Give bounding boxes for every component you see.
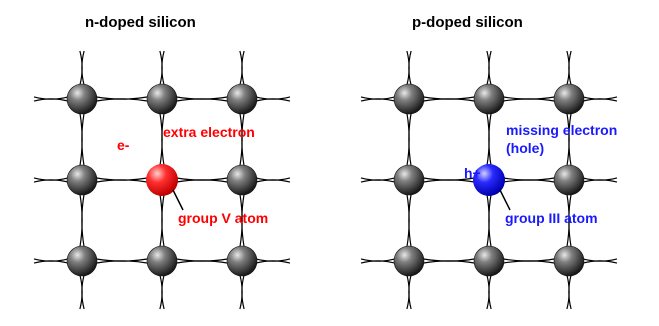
panel-n-doped: n-doped silicon e- extra electron group … <box>33 14 291 310</box>
carrier-label-p: h+ <box>464 165 481 181</box>
silicon-atom-n-1-2 <box>226 164 258 196</box>
bond-h-p-1-3-1 <box>582 177 618 181</box>
carrier-description-p-line2: (hole) <box>506 140 544 156</box>
dopant-atom-n <box>146 164 178 196</box>
silicon-atom-n-0-0 <box>66 83 98 115</box>
bond-h-p-2-2-1 <box>502 258 556 262</box>
bond-v-p-0-1-1 <box>408 112 412 167</box>
bond-v-p-1-1-1 <box>488 112 492 167</box>
bond-v-n-2-2-1 <box>241 193 245 248</box>
carrier-description-p: missing electron <box>506 122 617 138</box>
bond-v-n-1-3-1 <box>161 274 165 310</box>
bond-h-p-0-1-1 <box>422 96 476 100</box>
bond-v-n-0-0-1 <box>81 50 85 86</box>
dopant-atom-p <box>473 164 505 196</box>
bond-h-n-1-2-1 <box>175 177 229 181</box>
bond-v-n-0-1-1 <box>81 112 85 167</box>
bond-v-p-1-3-1 <box>488 274 492 310</box>
bond-h-p-0-0-1 <box>360 96 396 100</box>
bond-h-n-0-1-1 <box>95 96 149 100</box>
silicon-atom-n-2-2 <box>226 245 258 277</box>
bond-h-p-2-0-1 <box>360 258 396 262</box>
silicon-atom-p-0-2 <box>553 83 585 115</box>
bond-v-p-1-2-1 <box>488 193 492 248</box>
bond-v-p-2-0-1 <box>568 50 572 86</box>
bond-h-p-0-3-1 <box>582 96 618 100</box>
silicon-atom-n-0-1 <box>146 83 178 115</box>
carrier-description-n: extra electron <box>163 124 255 140</box>
bond-h-n-1-1-1 <box>95 177 149 181</box>
bond-h-p-1-2-1 <box>502 177 556 181</box>
bond-v-p-2-1-1 <box>568 112 572 167</box>
bond-h-n-2-1-1 <box>95 258 149 262</box>
bond-v-n-1-0-1 <box>161 50 165 86</box>
bond-v-p-2-2-1 <box>568 193 572 248</box>
bond-h-p-1-1-1 <box>422 177 476 181</box>
bond-v-p-1-0-1 <box>488 50 492 86</box>
dopant-leader-line-p <box>499 189 511 211</box>
bond-v-n-1-2-1 <box>161 193 165 248</box>
bond-v-n-0-3-1 <box>81 274 85 310</box>
silicon-atom-p-1-2 <box>553 164 585 196</box>
silicon-atom-p-2-2 <box>553 245 585 277</box>
bond-h-n-0-3-1 <box>255 96 291 100</box>
bond-h-p-0-2-1 <box>502 96 556 100</box>
bond-v-n-2-3-1 <box>241 274 245 310</box>
bond-h-n-0-0-1 <box>33 96 69 100</box>
silicon-atom-p-2-0 <box>393 245 425 277</box>
silicon-atom-p-0-0 <box>393 83 425 115</box>
silicon-atom-p-1-0 <box>393 164 425 196</box>
bond-v-n-2-0-1 <box>241 50 245 86</box>
bond-h-p-1-0-1 <box>360 177 396 181</box>
bond-v-p-0-3-1 <box>408 274 412 310</box>
silicon-atom-n-1-0 <box>66 164 98 196</box>
silicon-atom-p-2-1 <box>473 245 505 277</box>
silicon-atom-n-0-2 <box>226 83 258 115</box>
bond-h-p-2-3-1 <box>582 258 618 262</box>
bond-v-p-0-0-1 <box>408 50 412 86</box>
bond-h-n-1-0-1 <box>33 177 69 181</box>
bond-h-n-0-2-1 <box>175 96 229 100</box>
bond-v-p-0-2-1 <box>408 193 412 248</box>
bond-h-p-2-1-1 <box>422 258 476 262</box>
bond-v-n-0-2-1 <box>81 193 85 248</box>
dopant-label-p: group III atom <box>505 210 598 226</box>
dopant-leader-line-n <box>172 189 184 211</box>
bond-h-n-2-0-1 <box>33 258 69 262</box>
silicon-atom-p-0-1 <box>473 83 505 115</box>
dopant-label-n: group V atom <box>178 210 268 226</box>
silicon-atom-n-2-0 <box>66 245 98 277</box>
bond-h-n-1-3-1 <box>255 177 291 181</box>
bond-h-n-2-2-1 <box>175 258 229 262</box>
bond-v-n-1-1-1 <box>161 112 165 167</box>
bond-v-n-2-1-1 <box>241 112 245 167</box>
panel-p-doped: p-doped silicon h+ missing electron (hol… <box>360 14 618 310</box>
panel-title-n: n-doped silicon <box>85 14 196 31</box>
lattice-n <box>33 50 291 310</box>
panel-title-p: p-doped silicon <box>412 14 523 31</box>
carrier-label-n: e- <box>117 137 130 153</box>
lattice-p <box>360 50 618 310</box>
bond-h-n-2-3-1 <box>255 258 291 262</box>
bond-v-p-2-3-1 <box>568 274 572 310</box>
silicon-atom-n-2-1 <box>146 245 178 277</box>
